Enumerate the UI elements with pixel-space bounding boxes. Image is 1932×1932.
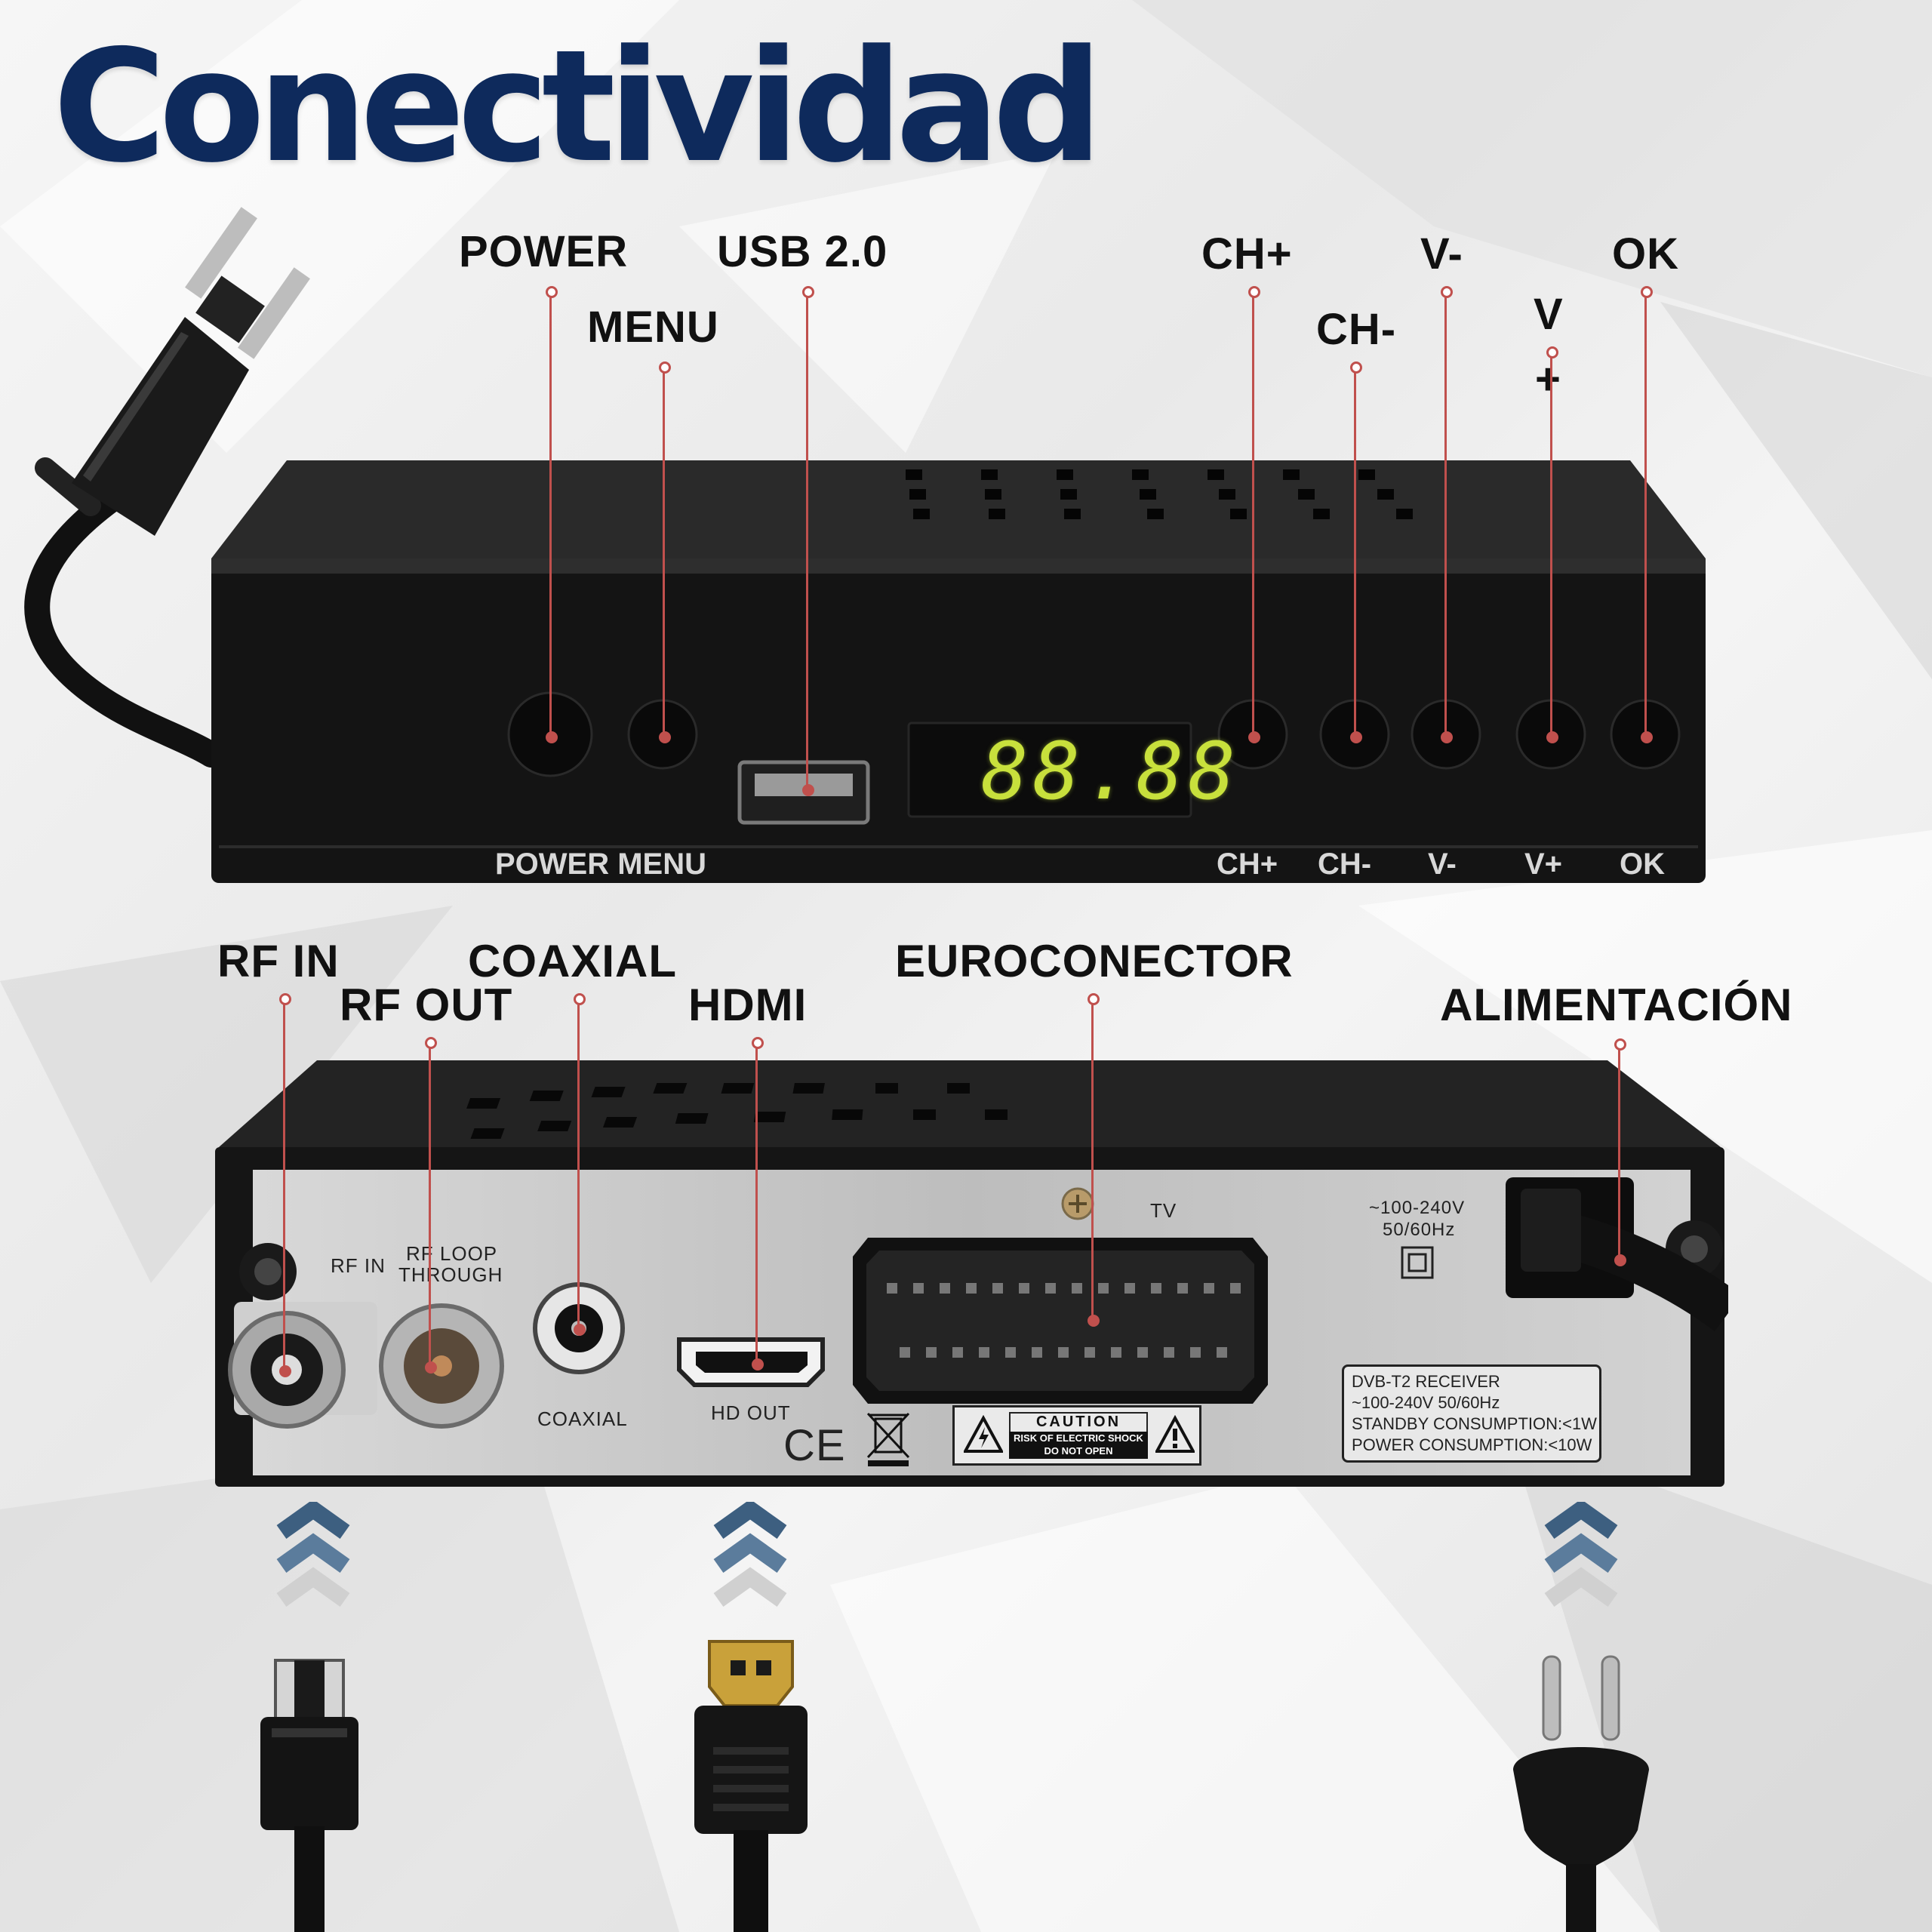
euro-plug-icon bbox=[24, 207, 310, 768]
leader-dot bbox=[1088, 1315, 1100, 1327]
front-label-ok: OK bbox=[1620, 848, 1665, 881]
callout-v-plus-bottom: + bbox=[1535, 355, 1561, 404]
back-text-coaxial: COAXIAL bbox=[537, 1407, 628, 1430]
callout-ok: OK bbox=[1612, 229, 1679, 278]
leader-dot bbox=[1441, 286, 1453, 298]
leader-dot bbox=[752, 1037, 764, 1049]
leader-dot bbox=[1641, 731, 1653, 743]
hdmi-plug-icon bbox=[694, 1640, 808, 1932]
spec-line: ~100-240V 50/60Hz bbox=[1352, 1393, 1500, 1413]
leader-rf-in bbox=[283, 998, 285, 1370]
euro-plug-icon bbox=[1513, 1655, 1649, 1932]
page-title: Conectividad bbox=[53, 17, 1103, 197]
leader-dot bbox=[279, 1365, 291, 1377]
lcd-display: 88.88 bbox=[981, 725, 1241, 817]
leader-dot bbox=[1614, 1038, 1626, 1051]
leader-dot bbox=[802, 784, 814, 796]
back-text-hd-out: HD OUT bbox=[711, 1401, 791, 1424]
callout-power: POWER bbox=[459, 227, 629, 276]
front-label-ch-minus: CH- bbox=[1318, 848, 1372, 881]
spec-line: DVB-T2 RECEIVER bbox=[1352, 1372, 1500, 1391]
leader-dot bbox=[1546, 346, 1558, 358]
warning-icon bbox=[1155, 1415, 1195, 1453]
front-label-power-menu: POWER MENU bbox=[495, 848, 706, 881]
callout-v-minus: V- bbox=[1420, 229, 1463, 278]
leader-v-plus bbox=[1550, 351, 1552, 736]
leader-ch-plus bbox=[1252, 291, 1254, 736]
leader-dot bbox=[1248, 731, 1260, 743]
ce-mark: CE bbox=[783, 1421, 846, 1470]
spec-line: STANDBY CONSUMPTION:<1W bbox=[1352, 1414, 1597, 1434]
caution-title: CAUTION bbox=[1009, 1412, 1148, 1433]
leader-dot bbox=[752, 1358, 764, 1371]
leader-alimentacion bbox=[1618, 1043, 1620, 1259]
leader-dot bbox=[1350, 731, 1362, 743]
front-label-v-minus: V- bbox=[1428, 848, 1457, 881]
back-text-voltage: ~100-240V bbox=[1369, 1198, 1466, 1218]
callout-menu: MENU bbox=[587, 303, 719, 352]
chevron-up-icon bbox=[713, 1502, 787, 1607]
leader-dot bbox=[279, 993, 291, 1005]
callout-ch-minus: CH- bbox=[1316, 305, 1397, 354]
leader-dot bbox=[574, 1324, 586, 1336]
leader-dot bbox=[659, 361, 671, 374]
caution-line-1: RISK OF ELECTRIC SHOCK bbox=[1014, 1432, 1143, 1444]
chevron-up-icon bbox=[1544, 1502, 1618, 1607]
callout-usb: USB 2.0 bbox=[717, 227, 888, 276]
leader-menu bbox=[663, 366, 665, 736]
chevron-up-icon bbox=[276, 1502, 350, 1607]
back-text-tv: TV bbox=[1150, 1199, 1177, 1222]
leader-dot bbox=[546, 286, 558, 298]
warning-icon bbox=[964, 1415, 1003, 1453]
caution-line-2: DO NOT OPEN bbox=[1044, 1445, 1113, 1457]
callout-v-plus-top: V bbox=[1534, 290, 1564, 339]
callout-ch-plus: CH+ bbox=[1201, 229, 1293, 278]
spec-label: DVB-T2 RECEIVER ~100-240V 50/60Hz STANDB… bbox=[1342, 1364, 1601, 1463]
leader-dot bbox=[802, 286, 814, 298]
leader-dot bbox=[546, 731, 558, 743]
leader-dot bbox=[1546, 731, 1558, 743]
leader-dot bbox=[425, 1037, 437, 1049]
leader-euroconector bbox=[1091, 998, 1094, 1319]
leader-power bbox=[549, 291, 552, 736]
callout-hdmi: HDMI bbox=[688, 980, 808, 1030]
leader-dot bbox=[1614, 1254, 1626, 1266]
leader-v-minus bbox=[1444, 291, 1447, 736]
leader-rf-out bbox=[429, 1041, 431, 1366]
front-label-ch-plus: CH+ bbox=[1217, 848, 1278, 881]
leader-dot bbox=[425, 1361, 437, 1374]
back-text-rf-in: RF IN bbox=[331, 1254, 386, 1277]
leader-dot bbox=[1641, 286, 1653, 298]
callout-rf-in: RF IN bbox=[217, 936, 340, 986]
leader-dot bbox=[1350, 361, 1362, 374]
spec-line: POWER CONSUMPTION:<10W bbox=[1352, 1435, 1592, 1455]
back-text-through: THROUGH bbox=[398, 1263, 503, 1286]
callout-euroconector: EUROCONECTOR bbox=[895, 936, 1294, 986]
back-text-frequency: 50/60Hz bbox=[1383, 1220, 1456, 1240]
callout-alimentacion: ALIMENTACIÓN bbox=[1440, 980, 1793, 1030]
leader-coaxial bbox=[577, 998, 580, 1328]
caution-warning: RISK OF ELECTRIC SHOCK DO NOT OPEN bbox=[1009, 1432, 1148, 1459]
leader-dot bbox=[659, 731, 671, 743]
leader-dot bbox=[1248, 286, 1260, 298]
leader-hdmi bbox=[755, 1041, 758, 1363]
callout-coaxial: COAXIAL bbox=[468, 936, 677, 986]
leader-ch-minus bbox=[1354, 366, 1356, 736]
leader-dot bbox=[574, 993, 586, 1005]
front-label-v-plus: V+ bbox=[1524, 848, 1563, 881]
callout-rf-out: RF OUT bbox=[340, 980, 513, 1030]
leader-ok bbox=[1644, 291, 1647, 736]
caution-label: CAUTION RISK OF ELECTRIC SHOCK DO NOT OP… bbox=[952, 1405, 1201, 1466]
back-text-rf-loop: RF LOOP bbox=[406, 1242, 498, 1265]
receiver-front-image bbox=[211, 460, 1706, 883]
antenna-plug-icon bbox=[260, 1659, 358, 1932]
leader-dot bbox=[1088, 993, 1100, 1005]
leader-dot bbox=[1441, 731, 1453, 743]
leader-usb bbox=[806, 291, 808, 789]
